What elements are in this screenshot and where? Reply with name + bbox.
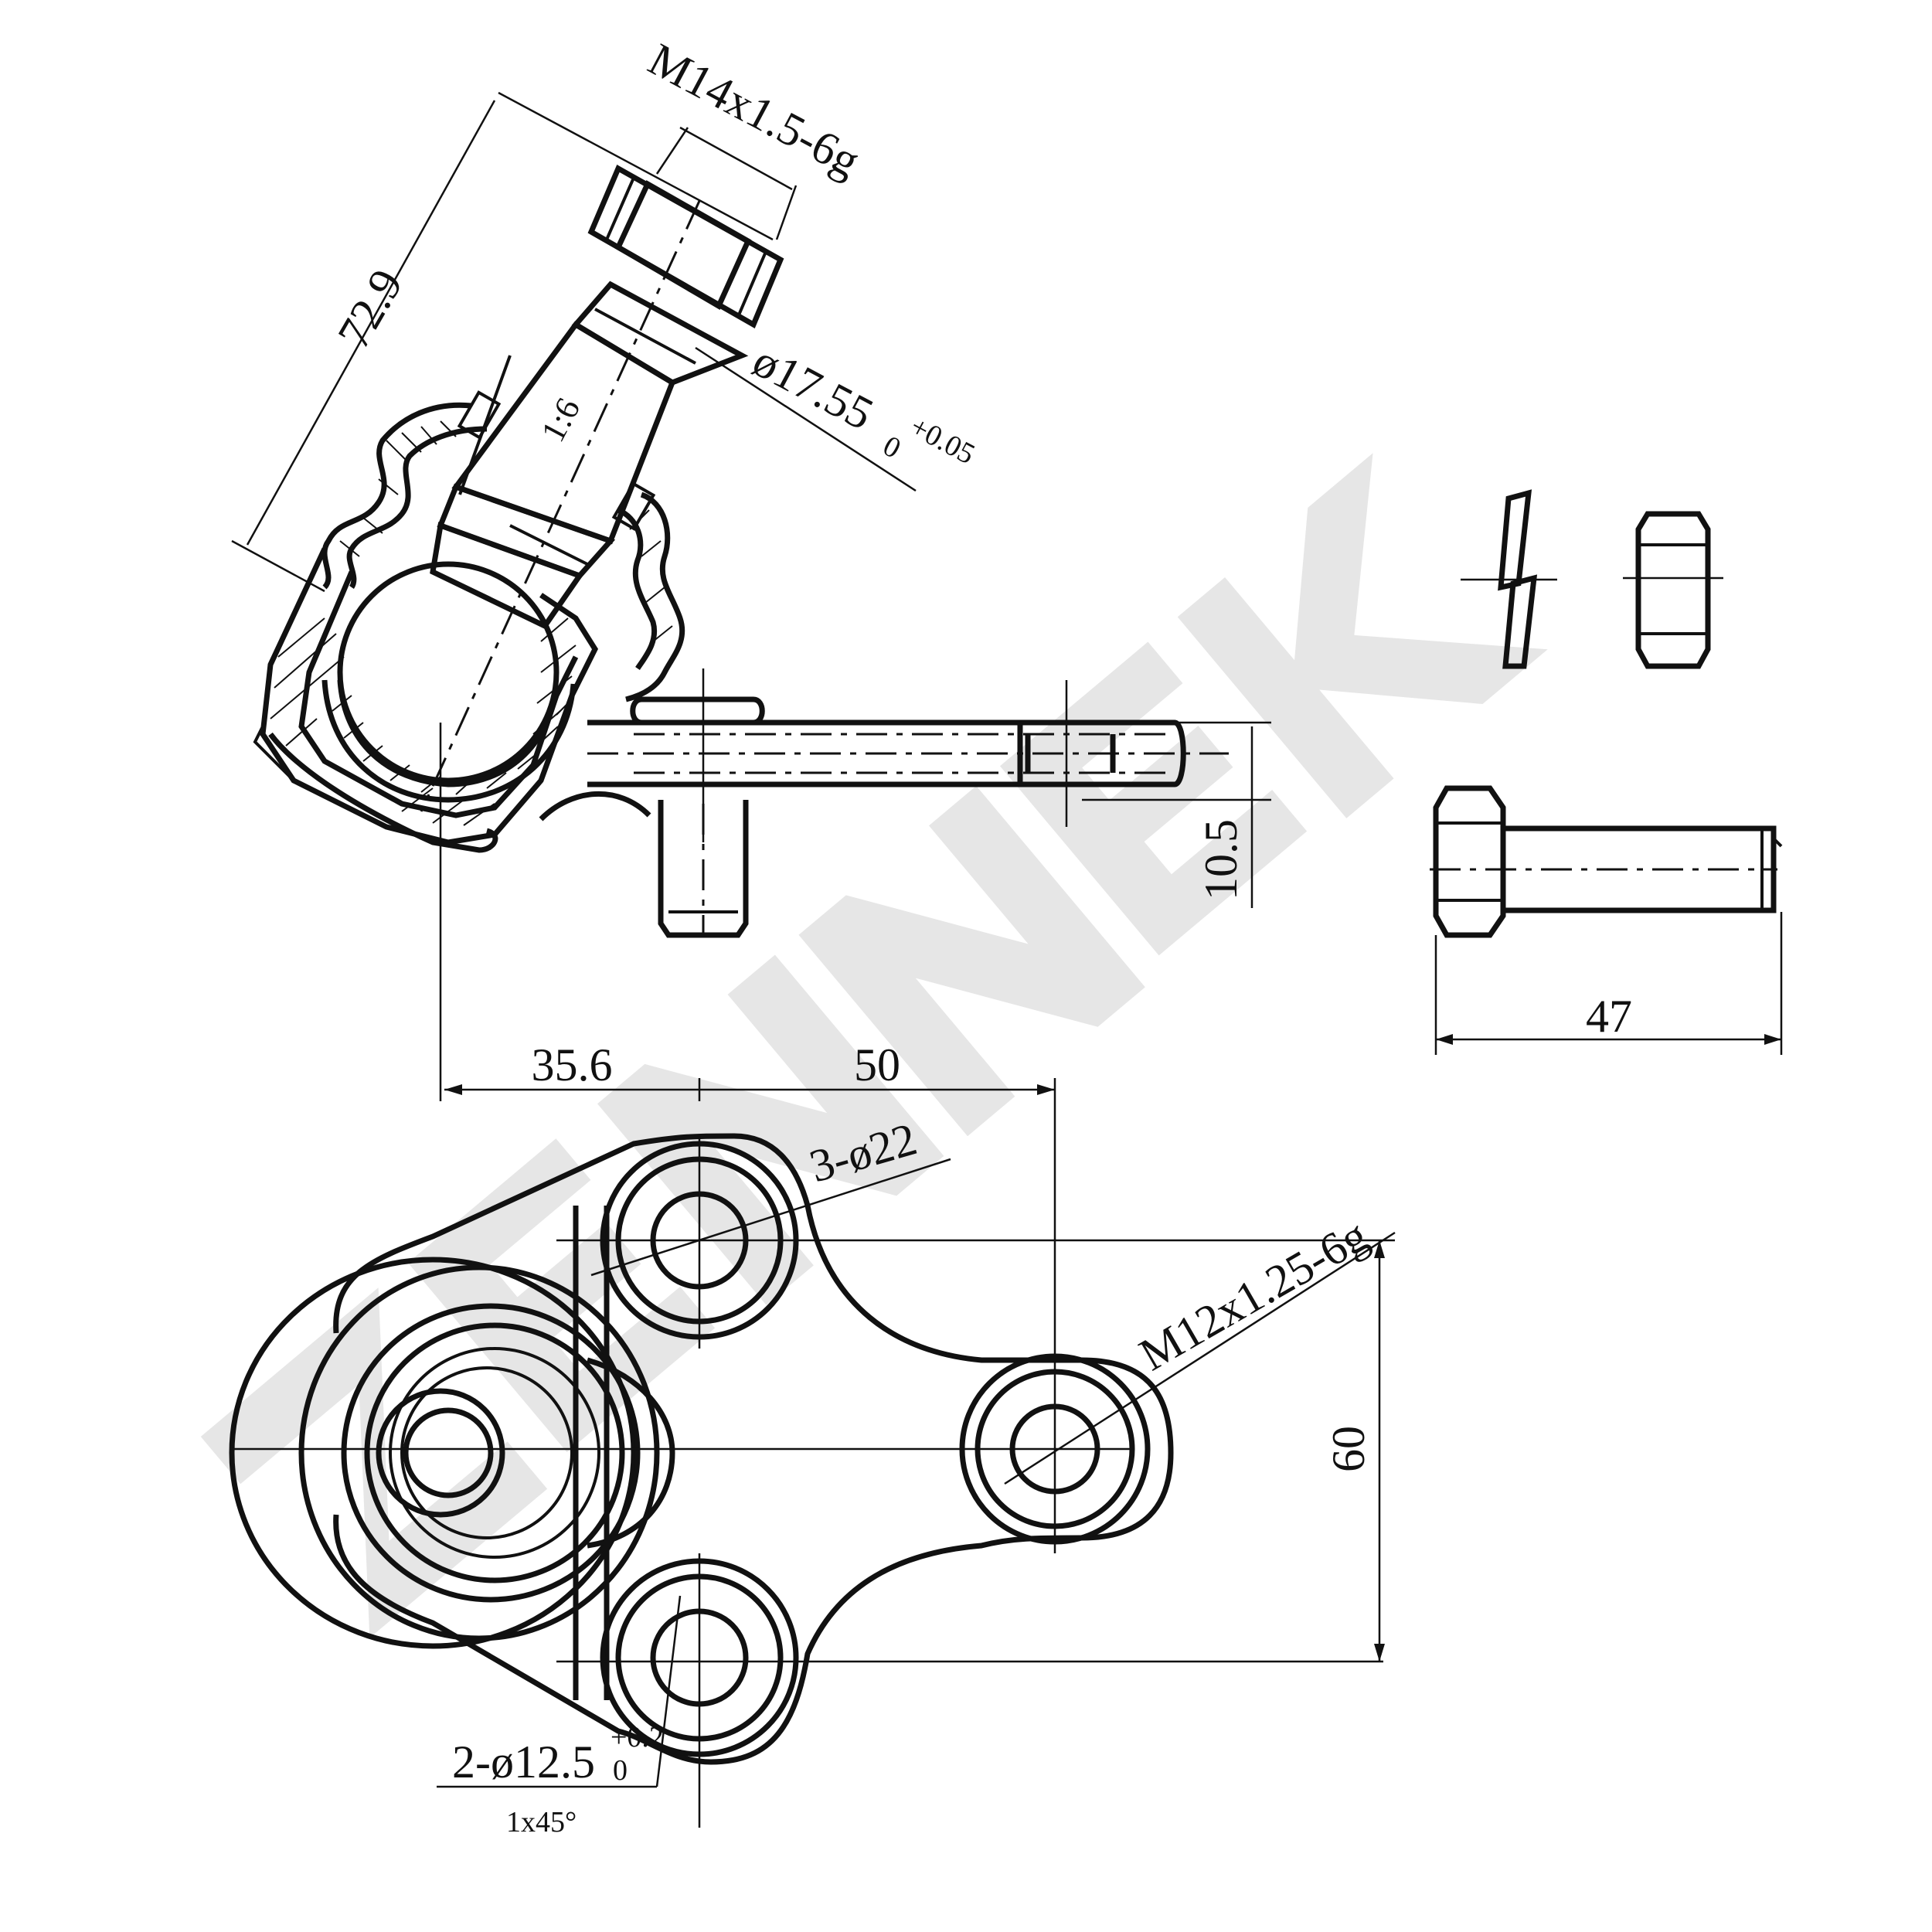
dim-horizontal-right: 50 [854,1039,900,1090]
dim-holes-small: 2-ø12.5 [452,1736,595,1787]
dim-chamfer: 1x45° [506,1806,577,1838]
ball-joint-section-view: M14x1.5-6g 72.9 ø17.55 +0.05 0 1:6 10.5 [231,33,1271,938]
hole-right-inner [1009,1403,1100,1495]
dim-holes-small-tol-upper: +0.2 [611,1721,664,1753]
ball-stud [337,561,560,784]
housing-body-circle [229,1257,637,1649]
dim-horizontal-left: 35.6 [532,1039,613,1090]
hole-right-outer [959,1353,1151,1545]
dim-taper-tol-upper: +0.05 [905,410,980,471]
dim-thread-top: M14x1.5-6g [641,33,868,186]
spring-washer [1461,489,1557,669]
dim-taper-tol-lower: 0 [878,430,906,465]
dim-bolt-length: 47 [1586,991,1632,1042]
dim-thread-side: M12x1.25-6g [1131,1209,1376,1380]
flange-outline [333,1133,1174,1765]
dim-taper-ratio: 1:6 [534,392,588,448]
dim-stud-length: 72.9 [328,261,413,357]
hex-bolt: 47 [1430,785,1783,1055]
dim-holes-small-tol-lower: 0 [613,1754,628,1787]
dim-vertical-span: 60 [1323,1426,1374,1472]
hex-nut [1623,511,1723,669]
dim-offset-height: 10.5 [1196,819,1247,900]
socket-housing [260,547,599,845]
